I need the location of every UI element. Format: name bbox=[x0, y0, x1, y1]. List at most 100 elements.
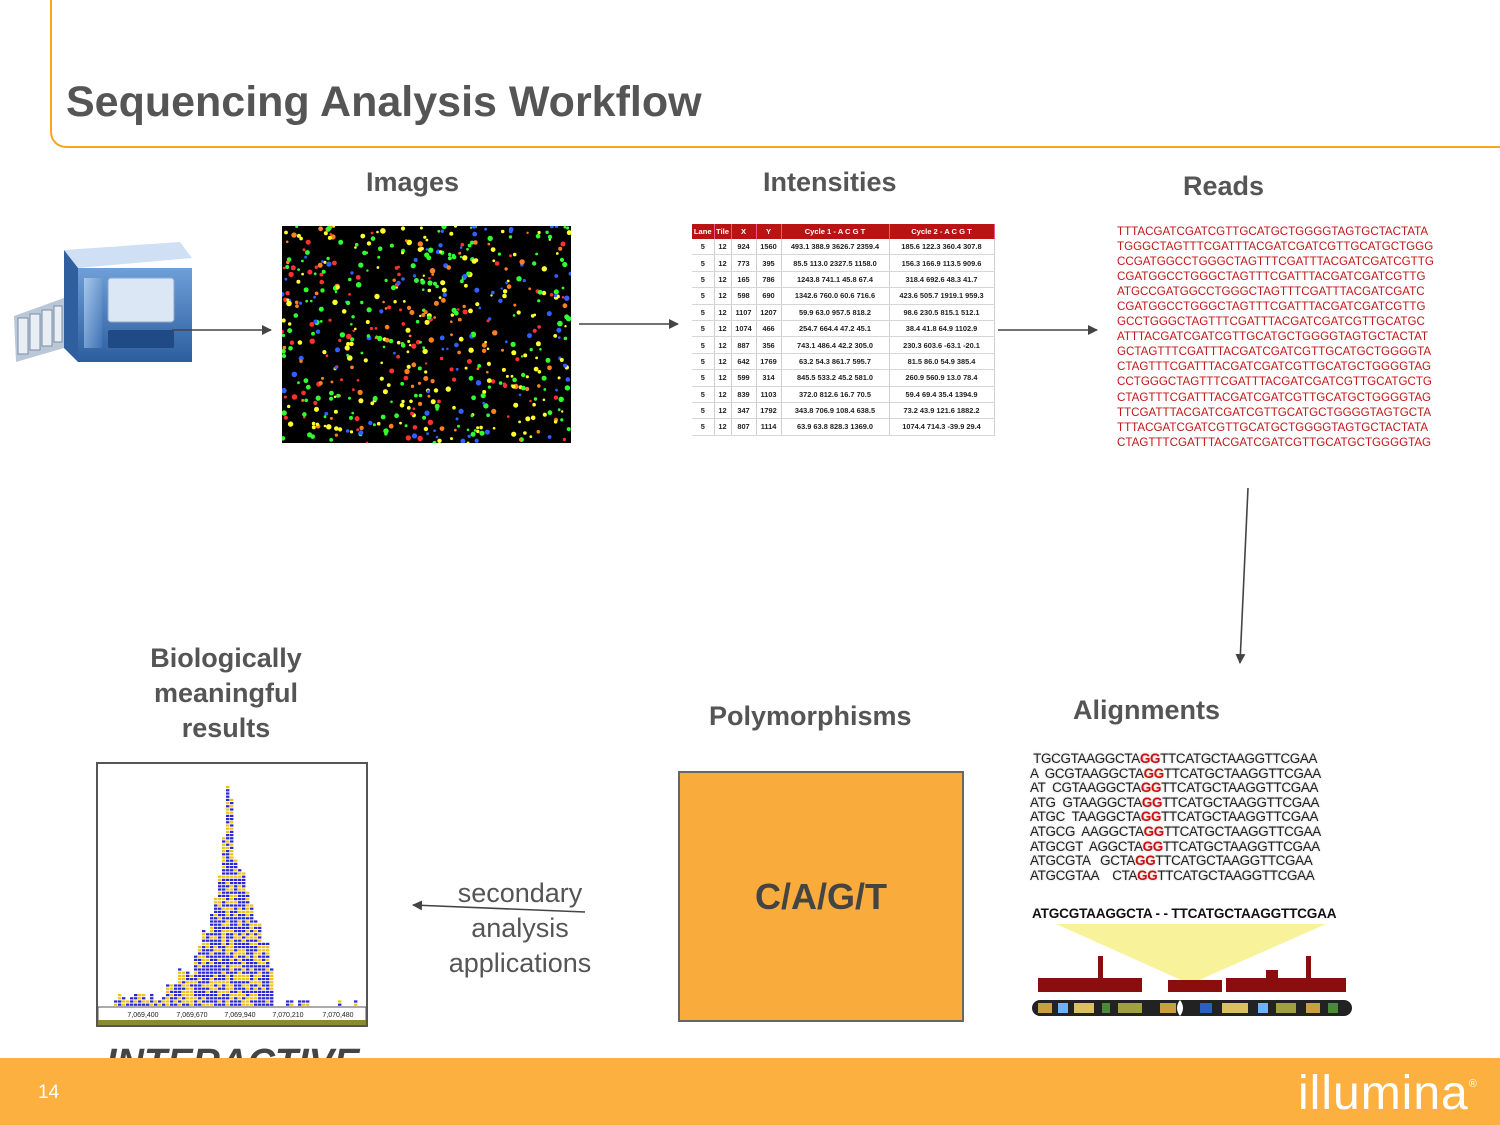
read-bar bbox=[254, 968, 258, 971]
read-bar bbox=[218, 936, 222, 939]
cluster-spot bbox=[400, 226, 406, 231]
cluster-spot bbox=[563, 226, 567, 229]
read-bar bbox=[270, 981, 274, 984]
read-bar bbox=[218, 930, 222, 933]
cluster-spot bbox=[372, 423, 376, 427]
read-bar bbox=[230, 987, 234, 990]
read-bar bbox=[230, 942, 234, 945]
cluster-spot bbox=[525, 416, 531, 422]
cluster-spot bbox=[417, 366, 422, 371]
read-bar bbox=[202, 933, 206, 936]
cluster-spot bbox=[382, 300, 385, 304]
cluster-spot bbox=[492, 330, 498, 336]
read-bar bbox=[210, 1000, 214, 1003]
table-cell: 318.4 692.6 48.3 41.7 bbox=[889, 271, 995, 289]
read-bar bbox=[270, 984, 274, 987]
read-segment: TTCATGCTAAGGTTCGAA bbox=[1162, 838, 1320, 854]
cluster-spot bbox=[400, 381, 405, 386]
read-bar bbox=[238, 984, 242, 987]
cluster-spot bbox=[507, 415, 510, 418]
table-cell: 1107 bbox=[731, 304, 757, 321]
table-cell: 314 bbox=[756, 369, 782, 387]
read-bar bbox=[234, 965, 238, 968]
read-segment: TGCGTAAGGCTA bbox=[1030, 751, 1140, 766]
read-bar bbox=[222, 869, 226, 872]
read-bar bbox=[214, 904, 218, 907]
read-bar bbox=[234, 1000, 238, 1003]
read-bar bbox=[242, 1003, 246, 1006]
read-bar bbox=[178, 987, 182, 990]
read-bar bbox=[206, 981, 210, 984]
read-bar bbox=[226, 827, 230, 830]
read-bar bbox=[226, 830, 230, 833]
read-bar bbox=[250, 971, 254, 974]
cluster-spot bbox=[433, 281, 437, 286]
table-cell: 5 bbox=[692, 369, 715, 387]
read-bar bbox=[222, 1000, 226, 1003]
read-bar bbox=[198, 958, 202, 961]
read-bar bbox=[218, 952, 222, 955]
read-bar bbox=[210, 994, 214, 997]
read-bar bbox=[234, 949, 238, 952]
table-cell: 395 bbox=[756, 254, 782, 272]
read-bar bbox=[242, 875, 246, 878]
cluster-spot bbox=[446, 265, 451, 270]
read-bar bbox=[226, 968, 230, 971]
cluster-spot bbox=[476, 367, 480, 371]
read-bar bbox=[242, 949, 246, 952]
cluster-spot bbox=[437, 399, 441, 404]
read-bar bbox=[218, 962, 222, 965]
cluster-spot bbox=[475, 380, 482, 386]
cluster-spot bbox=[329, 396, 334, 401]
read-bar bbox=[206, 968, 210, 971]
read-bar bbox=[262, 990, 266, 993]
read-segment: AT CGTAAGGCTA bbox=[1030, 780, 1141, 796]
read-bar bbox=[202, 974, 206, 977]
read-bar bbox=[230, 978, 234, 981]
cluster-spot bbox=[498, 298, 503, 303]
cluster-spot bbox=[541, 375, 547, 381]
read-bar bbox=[202, 962, 206, 965]
cluster-spot bbox=[334, 426, 339, 431]
read-bar bbox=[250, 904, 254, 907]
read-bar bbox=[254, 965, 258, 968]
read-bar bbox=[230, 837, 234, 840]
cluster-spot bbox=[295, 226, 298, 228]
aligned-read: ATGCG AAGGCTAGGTTCATGCTAAGGTTCGAA bbox=[1030, 824, 1350, 840]
read-bar bbox=[218, 949, 222, 952]
read-bar bbox=[170, 987, 174, 990]
cluster-spot bbox=[518, 420, 521, 424]
read-bar bbox=[226, 962, 230, 965]
read-bar bbox=[270, 968, 274, 971]
cluster-spot bbox=[498, 381, 503, 385]
variant-bases: GG bbox=[1142, 838, 1164, 854]
cluster-spot bbox=[563, 363, 567, 368]
read-bar bbox=[258, 987, 262, 990]
cluster-spot bbox=[545, 357, 551, 363]
read-bar bbox=[230, 907, 234, 910]
illumina-logo: illumina® bbox=[1298, 1066, 1478, 1121]
cluster-spot bbox=[510, 341, 516, 347]
read-bar bbox=[234, 958, 238, 961]
cluster-spot bbox=[480, 393, 486, 399]
cluster-spot bbox=[482, 401, 486, 405]
read-bar bbox=[194, 958, 198, 961]
read-bar bbox=[174, 994, 178, 997]
cluster-spot bbox=[474, 438, 479, 443]
cluster-spot bbox=[351, 411, 354, 415]
cluster-spot bbox=[535, 252, 538, 256]
read-bar bbox=[258, 971, 262, 974]
cluster-spot bbox=[284, 230, 288, 235]
read-bar bbox=[142, 1003, 146, 1006]
cluster-spot bbox=[504, 267, 508, 271]
intensity-table-header: Lane Tile X Y Cycle 1 - A C G T Cycle 2 … bbox=[692, 224, 995, 239]
cluster-spot bbox=[417, 435, 423, 442]
cluster-spot bbox=[520, 355, 524, 358]
cluster-spot bbox=[553, 294, 557, 298]
read-bar bbox=[258, 984, 262, 987]
read-segment: ATGCGT AGGCTA bbox=[1030, 838, 1143, 854]
cluster-spot bbox=[338, 239, 344, 245]
read-bar bbox=[146, 1000, 150, 1003]
read-bar bbox=[254, 920, 258, 923]
